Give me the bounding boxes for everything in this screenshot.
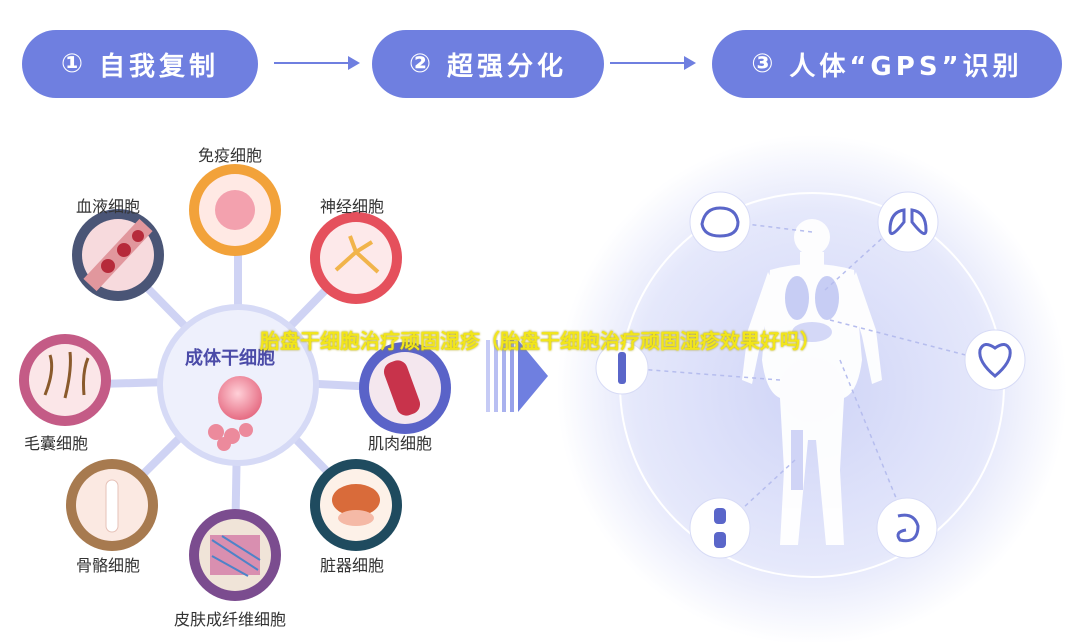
organ-node-heart <box>964 329 1026 391</box>
heart-icon <box>978 343 1012 378</box>
brain-icon <box>700 206 740 238</box>
step-3-label: 人体“GPS”识别 <box>789 51 1023 82</box>
step-2: ② 超强分化 <box>372 30 604 98</box>
step-3: ③ 人体“GPS”识别 <box>712 30 1062 98</box>
organ-cell-icon <box>332 484 380 516</box>
cell-node-hair <box>19 334 111 426</box>
cell-node-muscle <box>359 342 451 434</box>
label-hair: 毛囊细胞 <box>24 434 89 453</box>
step-1: ① 自我复制 <box>22 30 258 98</box>
label-muscle: 肌肉细胞 <box>368 434 433 453</box>
cell-node-fibroblast <box>189 509 281 601</box>
cell-node-organ <box>310 459 402 551</box>
step-1-number: ① <box>60 49 87 79</box>
stem-cell-icon <box>218 376 262 420</box>
organ-node-lungs <box>877 191 939 253</box>
bone-cell-icon <box>105 479 119 533</box>
center-stem-cell <box>157 304 319 466</box>
arrow-1 <box>274 56 360 70</box>
lungs-icon <box>888 208 928 236</box>
label-blood: 血液细胞 <box>76 197 141 216</box>
knee-joint-icon <box>714 508 726 524</box>
human-body-figure <box>742 219 882 545</box>
step-3-number: ③ <box>751 49 778 79</box>
blood-cell-icon <box>101 259 115 273</box>
cell-node-immune <box>189 164 281 256</box>
organ-node-stomach <box>876 497 938 559</box>
stomach-icon <box>896 513 920 543</box>
overlay-title: 胎盘干细胞治疗顽固湿疹（胎盘干细胞治疗顽固湿疹效果好吗） <box>260 329 820 353</box>
organ-node-knee <box>689 497 751 559</box>
label-neuron: 神经细胞 <box>320 197 385 216</box>
step-2-number: ② <box>408 49 435 79</box>
cell-node-blood <box>72 209 164 301</box>
bone-icon <box>618 352 626 384</box>
organ-node-bone <box>595 341 649 395</box>
label-bone: 骨骼细胞 <box>76 556 141 575</box>
arrow-2 <box>610 56 696 70</box>
neuron-icon <box>334 235 380 274</box>
muscle-cell-icon <box>383 360 421 416</box>
label-fibroblast: 皮肤成纤维细胞 <box>174 610 287 629</box>
transfer-arrow <box>486 340 548 412</box>
cell-node-bone <box>66 459 158 551</box>
body-organs <box>785 276 839 490</box>
step-1-label: 自我复制 <box>99 51 220 82</box>
center-cell-label: 成体干细胞 <box>185 348 275 369</box>
label-immune: 免疫细胞 <box>198 146 263 165</box>
organ-node-brain <box>689 191 751 253</box>
step-2-label: 超强分化 <box>447 51 568 82</box>
label-organ: 脏器细胞 <box>320 556 385 575</box>
immune-cell-icon <box>215 190 255 230</box>
cell-node-neuron <box>310 212 402 304</box>
hair-follicle-icon <box>43 351 90 399</box>
